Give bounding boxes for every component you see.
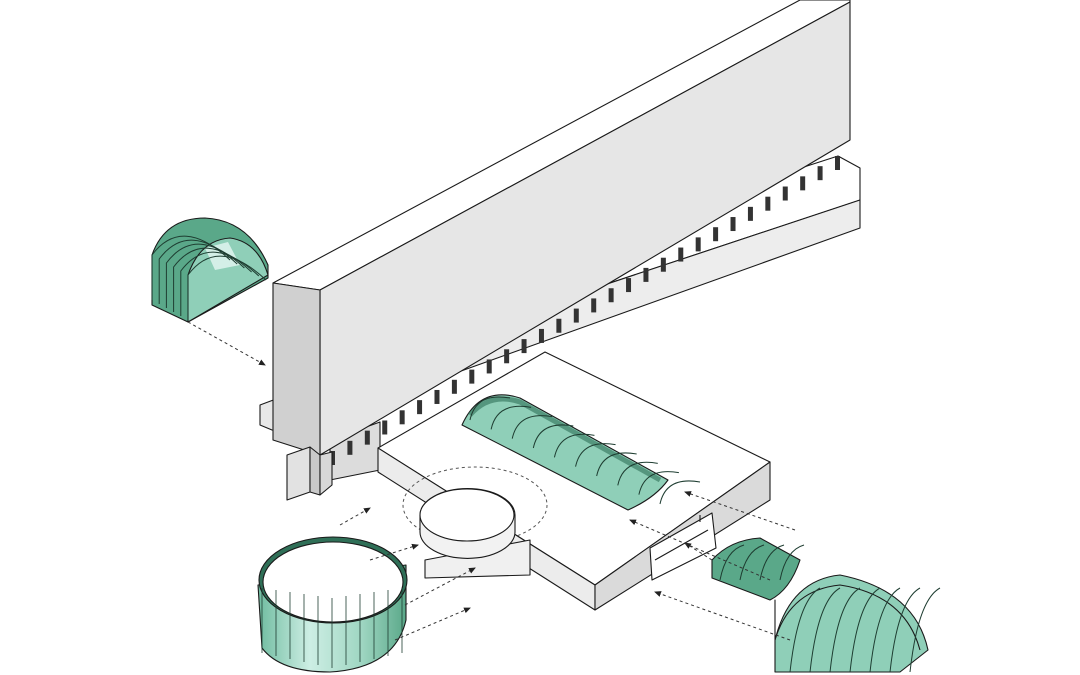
slab-column [434,389,440,404]
slab-column [678,247,684,262]
entrance-rib [779,544,805,581]
slab-column [626,278,632,293]
slab-column [730,217,736,232]
entrance-rib [909,587,941,673]
drum-mullions [261,588,403,668]
slab-columns [330,156,840,465]
slab-column [573,308,579,323]
slab-column [800,176,806,191]
slab-column [782,186,788,201]
left-arch-ribs [151,235,267,320]
entrance-rib [759,544,785,581]
skylight-rib [511,415,553,439]
slab-column [713,227,719,242]
assembly-arrows [187,321,796,641]
skylight-rib [617,461,658,486]
slab-column [835,156,840,170]
slab-column [486,359,492,374]
entrance-rib [809,587,841,673]
entrance-rib [869,587,901,673]
slab-column [521,339,527,354]
slab-column [504,349,510,364]
entrance-glass-segments [711,537,941,673]
entrance-rib [719,544,745,581]
arch-rib [180,251,260,316]
vault-arch-segment [151,217,269,323]
disc-platform [419,488,531,579]
slab-column [538,328,544,343]
entrance-ribs [719,544,941,673]
barrel-vault-skylight [461,394,701,511]
cylindrical-glass-drum [257,536,408,673]
skylight-rib [638,471,679,495]
slab-column [382,420,388,435]
skylight-rib [659,480,701,505]
skylight-rib [553,433,595,458]
slab-column [608,288,614,303]
entrance-rib [849,587,881,673]
entrance-rib [739,544,765,581]
slab-block [272,0,851,501]
slab-column [591,298,597,313]
skylight-rib [532,424,574,449]
skylight-rib [469,396,511,421]
skylight-ribs [469,396,701,505]
entrance-rib [889,587,921,673]
slab-column [643,267,649,282]
skylight-rib [596,452,637,477]
slab-column [364,430,370,445]
entrance-rib [829,587,861,673]
slab-column [556,318,562,333]
slab-column [399,410,405,425]
entrance-rib [789,587,821,673]
slab-column [817,166,823,181]
slab-column [417,400,423,415]
slab-column [765,196,771,211]
slab-column [469,369,475,384]
slab-column [347,440,353,455]
slab-column [451,379,457,394]
arch-rib [187,255,267,320]
slab-column [660,257,666,272]
slab-column [695,237,701,252]
skylight-rib [575,443,616,467]
skylight-rib [490,405,532,430]
slab-column [747,206,753,221]
arch-rib [173,247,252,312]
